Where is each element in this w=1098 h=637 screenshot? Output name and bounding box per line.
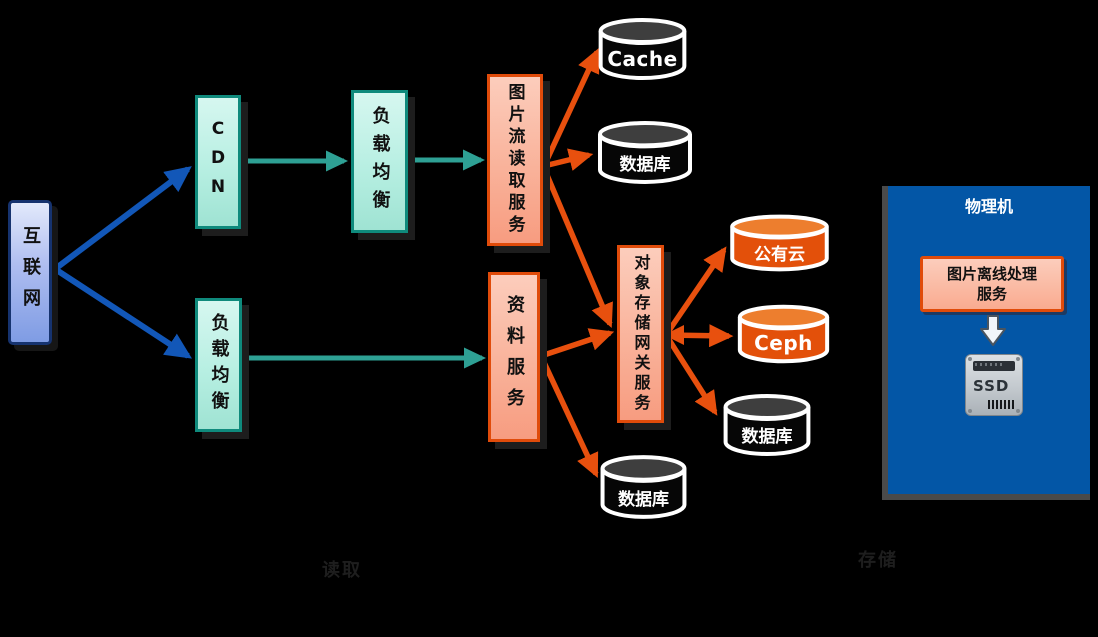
cylinder-ceph: Ceph	[735, 303, 832, 365]
cylinder-shape	[595, 119, 695, 186]
node-image-stream-read-service-label: 图片流读取服务	[504, 83, 525, 237]
ssd-drive-icon: SSD	[965, 354, 1023, 416]
node-internet: 互联网	[8, 200, 52, 345]
edge-img-stream-db-top	[543, 148, 594, 171]
edge-return-arrowhead-gateway	[664, 325, 684, 345]
node-image-offline-processing-service: 图片离线处理 服务	[920, 256, 1064, 312]
ssd-screw	[968, 357, 972, 361]
down-arrow-icon	[980, 315, 1006, 346]
edge-gateway-db-right	[663, 333, 718, 416]
cylinder-public-cloud-label: 公有云	[754, 244, 805, 265]
cylinder-ceph-label: Ceph	[754, 331, 813, 356]
node-load-balancer-bottom: 负载均衡	[195, 298, 242, 432]
ssd-screw	[1016, 409, 1020, 413]
edge-img-stream-gateway	[541, 166, 613, 329]
physical-machine-title: 物理机	[964, 197, 1013, 216]
caption-center: 读取	[322, 560, 362, 581]
cylinder-shape	[727, 213, 832, 273]
ssd-screw	[1016, 357, 1020, 361]
ssd-top-vent	[973, 361, 1015, 371]
node-internet-label: 互联网	[20, 226, 41, 319]
ssd-screw	[968, 409, 972, 413]
edge-img-stream-cache	[541, 48, 600, 168]
cylinder-shape	[721, 392, 813, 458]
node-load-balancer-bottom-label: 负载均衡	[208, 313, 230, 417]
ssd-label: SSD	[973, 377, 1010, 395]
cylinder-database-top-label: 数据库	[619, 155, 671, 176]
cylinder-shape	[735, 303, 832, 365]
node-cdn: CDN	[195, 95, 241, 229]
edge-internet-lb-bottom	[53, 266, 193, 359]
node-load-balancer-top: 负载均衡	[351, 90, 408, 233]
physical-machine-panel: 物理机 图片离线处理 服务 SSD	[882, 186, 1090, 500]
node-image-stream-read-service: 图片流读取服务	[487, 74, 543, 246]
cylinder-database-right-label: 数据库	[741, 427, 793, 448]
cylinder-public-cloud: 公有云	[727, 213, 832, 273]
cylinder-cache: Cache	[596, 16, 689, 82]
cylinder-database-top: 数据库	[595, 119, 695, 186]
node-data-service-label: 资料服务	[504, 295, 525, 419]
node-load-balancer-top-label: 负载均衡	[369, 105, 391, 218]
cylinder-shape	[598, 453, 689, 521]
cylinder-database-bottom: 数据库	[598, 453, 689, 521]
node-object-storage-gateway-service-label: 对象存储网关服务	[631, 254, 651, 414]
edge-internet-cdn	[53, 166, 192, 272]
cylinder-database-right: 数据库	[721, 392, 813, 458]
caption-right: 存储	[858, 550, 898, 571]
cylinder-shape	[596, 16, 689, 82]
offline-service-label-line2: 服务	[976, 285, 1007, 303]
node-data-service: 资料服务	[488, 272, 540, 442]
ssd-barcode	[988, 400, 1015, 409]
cylinder-cache-label: Cache	[607, 46, 678, 71]
cylinder-database-bottom-label: 数据库	[618, 489, 669, 510]
node-object-storage-gateway-service: 对象存储网关服务	[617, 245, 664, 423]
edge-data-service-db-bottom	[538, 354, 599, 478]
edge-gateway-public-cloud	[663, 246, 727, 337]
offline-service-label-line1: 图片离线处理	[946, 265, 1037, 283]
node-cdn-label: CDN	[208, 118, 228, 206]
edge-data-service-gateway	[540, 328, 615, 359]
